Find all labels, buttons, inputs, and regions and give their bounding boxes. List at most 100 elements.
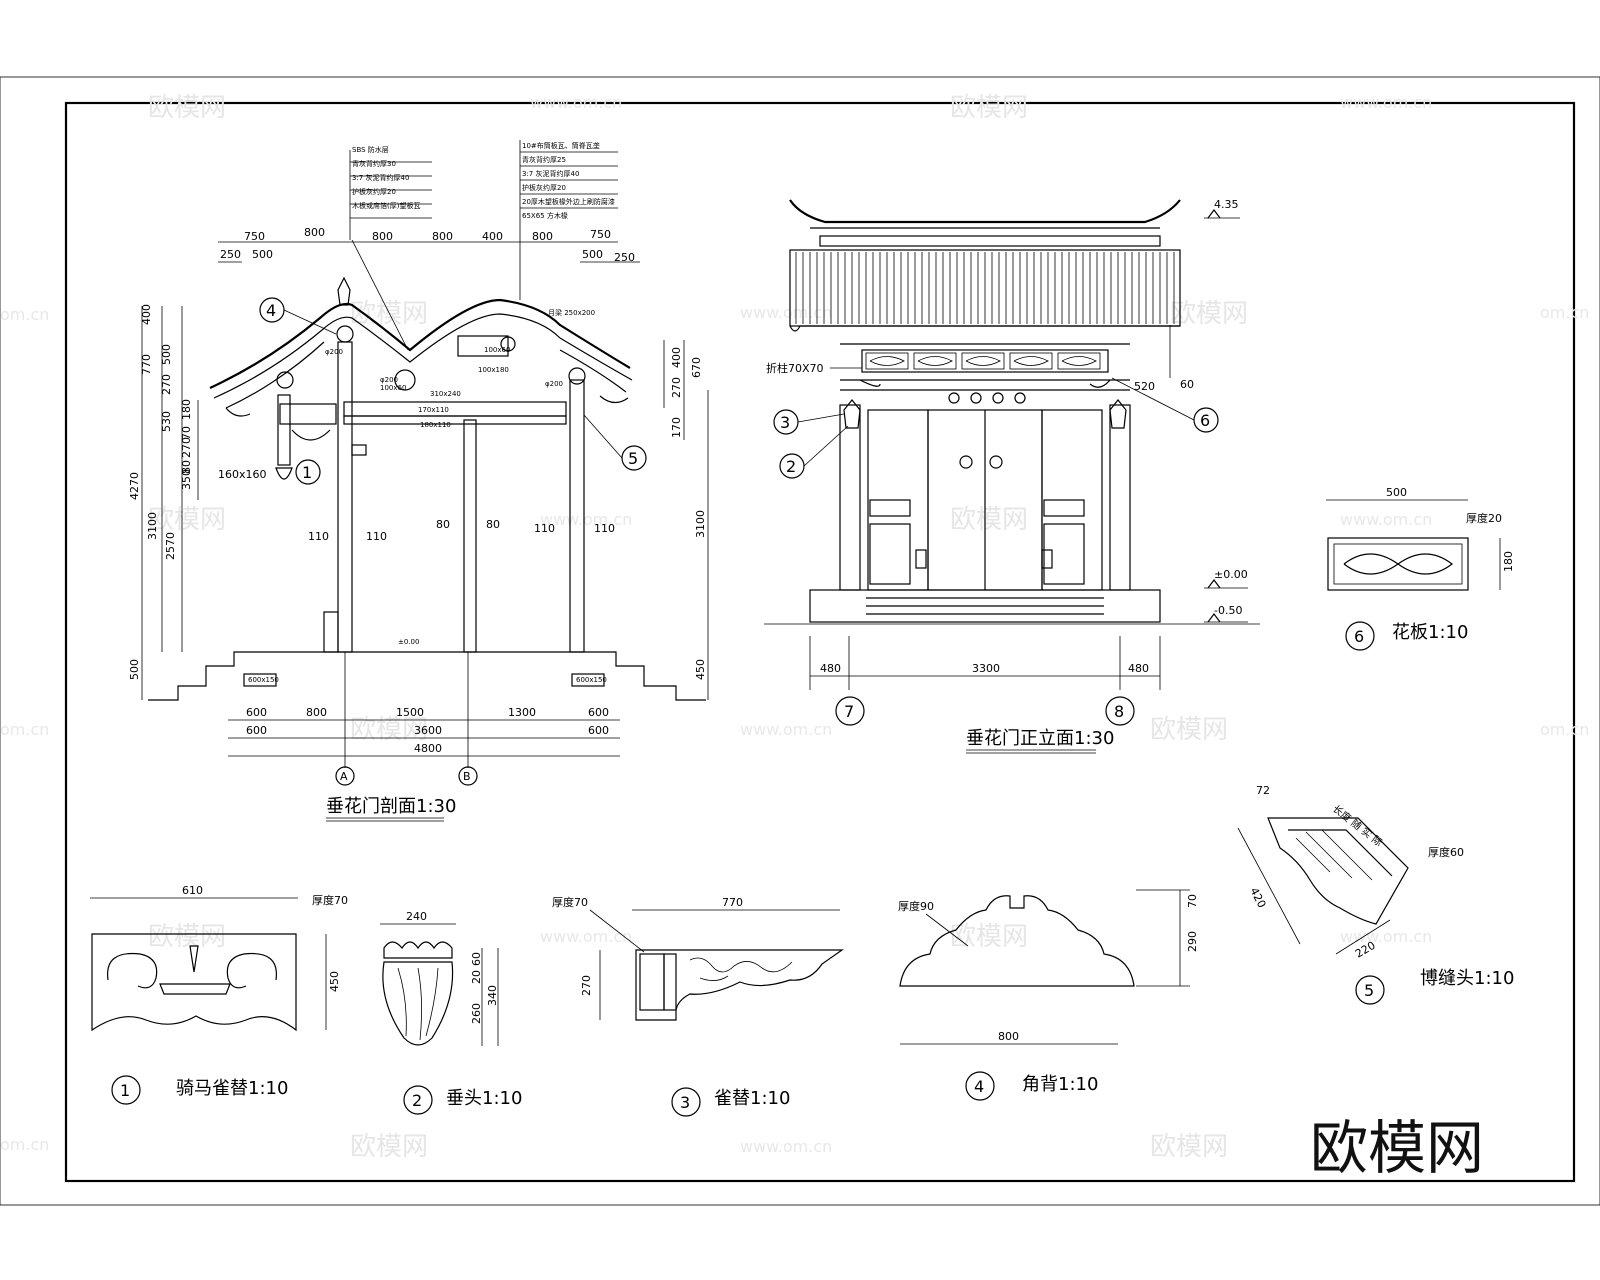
dim-text: 500 <box>582 248 603 261</box>
callout-number: 4 <box>266 301 276 320</box>
thickness-label: 厚度70 <box>312 893 348 907</box>
grid-label: A <box>340 770 348 783</box>
level-label: ±0.00 <box>1214 568 1248 581</box>
dim-text: 770 <box>140 354 153 375</box>
dim-text: 20 <box>470 970 483 984</box>
watermark-text: www.om.cn <box>1340 927 1432 946</box>
dim-text: 500 <box>160 344 173 365</box>
dim-text: 520 <box>1134 380 1155 393</box>
lattice-ornament <box>1061 356 1097 366</box>
note-line: SBS 防水层 <box>352 145 389 154</box>
thickness-label: 厚度20 <box>1466 511 1502 525</box>
detail-number: 3 <box>680 1093 690 1112</box>
dim-text: 270 <box>580 975 593 996</box>
dim-text: 60 <box>470 952 483 966</box>
material-notes-left: SBS 防水层 青灰背约厚30 3:7 灰泥背约厚40 护板灰约厚20 木板或席… <box>349 145 432 351</box>
lattice-ornament <box>1013 356 1049 366</box>
dim-text: 600 <box>588 706 609 719</box>
detail-number: 1 <box>120 1081 130 1100</box>
watermark-text: www.om.cn <box>1340 510 1432 529</box>
dim-text: 110 <box>594 522 615 535</box>
detail-title: 垂头1:10 <box>446 1088 522 1109</box>
watermark-text: om.cn <box>1540 720 1589 739</box>
member-label: 310x240 <box>430 390 461 398</box>
dim-text: 260 <box>470 1003 483 1024</box>
watermark-text: 欧模网 <box>148 922 226 952</box>
dim-text: 400 <box>670 347 683 368</box>
dim-text: 420 <box>1247 885 1268 910</box>
dim-text: 450 <box>694 659 707 680</box>
dim-text: 110 <box>366 530 387 543</box>
member-label: φ200 <box>545 380 563 388</box>
note-line: 木板或席箔(厚)望板瓦 <box>352 201 420 210</box>
grid-label: 7 <box>844 702 854 721</box>
lattice-ornament <box>965 356 1001 366</box>
dim-text: 600 <box>246 706 267 719</box>
dim-text: 750 <box>590 228 611 241</box>
grid-label: B <box>463 770 471 783</box>
watermark-text: 欧模网 <box>1150 715 1228 745</box>
member-label: φ200 <box>325 348 343 356</box>
level-label: 4.35 <box>1214 198 1239 211</box>
callout-number: 5 <box>628 449 638 468</box>
watermark-text: om.cn <box>1540 303 1589 322</box>
dim-text: 800 <box>532 230 553 243</box>
detail-title: 骑马雀替1:10 <box>176 1078 288 1099</box>
member-label: 180x110 <box>420 421 451 429</box>
dim-text: 480 <box>1128 662 1149 675</box>
callout-number: 6 <box>1200 411 1210 430</box>
detail-4-corner-back: 70 290 800 厚度90 4 角背1:10 <box>898 889 1199 1101</box>
dim-text: 450 <box>328 971 341 992</box>
detail-2-hanging-head: 240 60 20 260 340 2 垂头1:10 <box>380 910 522 1115</box>
dim-text: 530 <box>160 411 173 432</box>
brand-logo-text: 欧模网 <box>1310 1114 1484 1182</box>
note-line: 10#布筒板瓦、筒脊瓦垄 <box>522 141 600 150</box>
dim-text: 800 <box>998 1030 1019 1043</box>
elevation-drawing: 4.35 ±0.00 -0.50 折柱70X70 520 60 3 2 6 48… <box>764 198 1260 754</box>
dim-text: 800 <box>372 230 393 243</box>
watermark-text: 欧模网 <box>1150 1132 1228 1162</box>
member-label: 600x150 <box>248 676 279 684</box>
dim-text: 80 <box>180 460 193 474</box>
material-notes-right: 10#布筒板瓦、筒脊瓦垄 青灰背约厚25 3:7 灰泥背约厚40 护板灰约厚20… <box>519 140 618 300</box>
lattice-panel <box>1057 352 1101 370</box>
lattice-ornament <box>917 356 953 366</box>
lattice-panels <box>865 352 1101 370</box>
watermark-text: 欧模网 <box>148 505 226 535</box>
dim-text: 60 <box>1180 378 1194 391</box>
lattice-panel <box>913 352 957 370</box>
dim-text: 400 <box>140 304 153 325</box>
watermark-text: www.om.cn <box>740 303 832 322</box>
watermark-text: www.om.cn <box>740 1137 832 1156</box>
roof-tiles <box>795 252 1175 324</box>
lattice-panel <box>1009 352 1053 370</box>
dim-text: 500 <box>1386 486 1407 499</box>
dim-text: 3100 <box>694 510 707 538</box>
watermark-text: om.cn <box>0 1135 49 1154</box>
dim-text: 610 <box>182 884 203 897</box>
detail-number: 6 <box>1354 627 1364 646</box>
dim-text: 80 <box>436 518 450 531</box>
dim-text: 500 <box>252 248 273 261</box>
watermark-text: 欧模网 <box>950 93 1028 123</box>
thickness-label: 厚度70 <box>552 895 588 909</box>
lattice-panel <box>865 352 909 370</box>
member-label: φ200 <box>380 376 398 384</box>
dim-text: 70 <box>1186 894 1199 908</box>
dim-text: 500 <box>128 659 141 680</box>
member-label: 月梁 250x200 <box>548 308 595 317</box>
member-label: 100x60 <box>484 346 510 354</box>
dim-text: 72 <box>1256 784 1270 797</box>
watermark-text: 欧模网 <box>950 505 1028 535</box>
detail-title: 花板1:10 <box>1392 622 1468 643</box>
note-line: 65X65 方木椽 <box>522 211 568 220</box>
callout-number: 3 <box>780 413 790 432</box>
dim-text: 180 <box>180 399 193 420</box>
dim-text: 270 <box>180 437 193 458</box>
elevation-title: 垂花门正立面1:30 <box>966 728 1114 749</box>
detail-title: 博缝头1:10 <box>1420 968 1514 989</box>
note-line: 青灰背约厚25 <box>522 155 566 164</box>
detail-1-saddle-bracket: 610 450 厚度70 1 骑马雀替1:10 <box>90 884 348 1105</box>
dim-text: 670 <box>690 357 703 378</box>
member-label: 170x110 <box>418 406 449 414</box>
